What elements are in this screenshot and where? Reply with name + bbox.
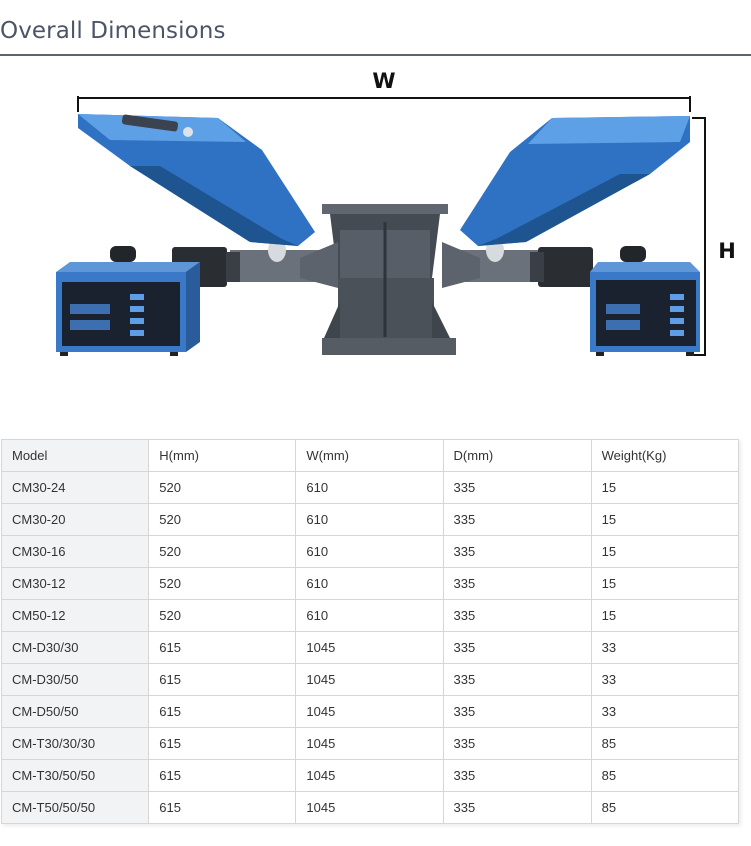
center-mixer-body bbox=[322, 204, 456, 355]
table-cell: 33 bbox=[590, 663, 740, 696]
table-cell: 520 bbox=[148, 535, 297, 568]
table-cell: 15 bbox=[590, 599, 740, 632]
table-cell: 85 bbox=[590, 791, 740, 824]
table-cell: 335 bbox=[442, 535, 592, 568]
table-cell: 1045 bbox=[295, 791, 444, 824]
table-cell: 335 bbox=[442, 503, 592, 536]
table-cell: 1045 bbox=[295, 631, 444, 664]
dimensions-table: Model H(mm) W(mm) D(mm) Weight(Kg) CM30-… bbox=[0, 439, 740, 824]
table-cell: 335 bbox=[442, 695, 592, 728]
table-cell: 1045 bbox=[295, 695, 444, 728]
model-cell: CM30-20 bbox=[0, 503, 150, 536]
model-cell: CM-T50/50/50 bbox=[0, 791, 150, 824]
right-feeder-arm bbox=[442, 238, 593, 288]
model-cell: CM50-12 bbox=[0, 599, 150, 632]
width-label: W bbox=[372, 69, 395, 93]
height-dimension-line bbox=[692, 117, 706, 356]
table-cell: 1045 bbox=[295, 727, 444, 760]
left-hopper bbox=[78, 114, 315, 246]
table-cell: 335 bbox=[442, 631, 592, 664]
model-cell: CM-D30/30 bbox=[0, 631, 150, 664]
table-cell: 15 bbox=[590, 535, 740, 568]
table-cell: 335 bbox=[442, 759, 592, 792]
height-label: H bbox=[718, 239, 736, 263]
table-cell: 85 bbox=[590, 759, 740, 792]
table-cell: 610 bbox=[295, 503, 444, 536]
table-cell: 335 bbox=[442, 791, 592, 824]
table-cell: 33 bbox=[590, 631, 740, 664]
column-header: H(mm) bbox=[148, 439, 297, 472]
table-cell: 335 bbox=[442, 663, 592, 696]
table-cell: 335 bbox=[442, 599, 592, 632]
model-cell: CM-T30/50/50 bbox=[0, 759, 150, 792]
table-cell: 610 bbox=[295, 471, 444, 504]
left-controller-box bbox=[56, 246, 200, 356]
table-cell: 335 bbox=[442, 471, 592, 504]
table-cell: 15 bbox=[590, 503, 740, 536]
column-header: D(mm) bbox=[442, 439, 592, 472]
table-cell: 615 bbox=[148, 663, 297, 696]
column-header: Weight(Kg) bbox=[590, 439, 740, 472]
model-cell: CM-D50/50 bbox=[0, 695, 150, 728]
table-cell: 610 bbox=[295, 599, 444, 632]
table-cell: 615 bbox=[148, 791, 297, 824]
table-cell: 15 bbox=[590, 567, 740, 600]
table-cell: 15 bbox=[590, 471, 740, 504]
model-cell: CM30-16 bbox=[0, 535, 150, 568]
table-cell: 335 bbox=[442, 567, 592, 600]
dimension-figure: W H bbox=[40, 62, 740, 374]
table-cell: 520 bbox=[148, 471, 297, 504]
table-cell: 615 bbox=[148, 631, 297, 664]
table-cell: 1045 bbox=[295, 663, 444, 696]
right-controller-box bbox=[590, 246, 700, 356]
width-dimension-line bbox=[77, 96, 691, 112]
model-cell: CM30-12 bbox=[0, 567, 150, 600]
model-cell: CM-T30/30/30 bbox=[0, 727, 150, 760]
table-cell: 1045 bbox=[295, 759, 444, 792]
table-cell: 610 bbox=[295, 535, 444, 568]
section-title: Overall Dimensions bbox=[0, 18, 226, 44]
table-cell: 615 bbox=[148, 727, 297, 760]
table-cell: 615 bbox=[148, 759, 297, 792]
table-cell: 33 bbox=[590, 695, 740, 728]
table-cell: 615 bbox=[148, 695, 297, 728]
machine-illustration: W H bbox=[56, 69, 736, 356]
table-cell: 520 bbox=[148, 503, 297, 536]
title-divider bbox=[0, 54, 751, 56]
table-cell: 335 bbox=[442, 727, 592, 760]
right-hopper bbox=[460, 116, 690, 246]
column-header: Model bbox=[0, 439, 150, 472]
table-cell: 520 bbox=[148, 599, 297, 632]
model-cell: CM-D30/50 bbox=[0, 663, 150, 696]
table-header-row: Model H(mm) W(mm) D(mm) Weight(Kg) bbox=[0, 439, 740, 472]
model-cell: CM30-24 bbox=[0, 471, 150, 504]
column-header: W(mm) bbox=[295, 439, 444, 472]
table-cell: 520 bbox=[148, 567, 297, 600]
table-cell: 85 bbox=[590, 727, 740, 760]
table-cell: 610 bbox=[295, 567, 444, 600]
